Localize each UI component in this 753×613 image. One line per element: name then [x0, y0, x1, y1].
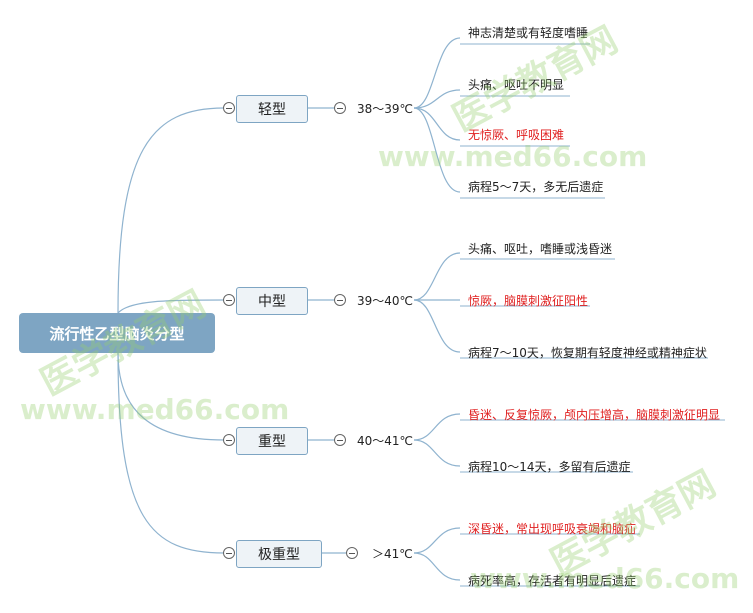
type-node-moderate[interactable]: 中型	[236, 287, 308, 315]
branch-line-2	[117, 299, 225, 314]
leaf-mild-1[interactable]: 神志清楚或有轻度嗜睡	[468, 26, 589, 40]
branch-line-1	[117, 107, 225, 314]
leaf-mild-3[interactable]: 无惊厥、呼吸困难	[468, 128, 565, 142]
leaf-severe-2[interactable]: 病程10～14天，多留有后遗症	[468, 460, 631, 474]
leaf-line-1-1	[413, 37, 461, 109]
type-node-mild[interactable]: 轻型	[236, 95, 308, 123]
collapse-toggle-moderate[interactable]	[223, 294, 235, 306]
temperature-moderate[interactable]: 39～40℃	[357, 294, 414, 308]
leaf-line-1-2	[413, 89, 461, 109]
leaf-line-1-4	[413, 107, 461, 193]
leaf-moderate-1[interactable]: 头痛、呕吐，嗜睡或浅昏迷	[468, 242, 613, 256]
collapse-toggle-temp-severe[interactable]	[334, 434, 346, 446]
collapse-toggle-extreme[interactable]	[223, 547, 235, 559]
leaf-moderate-3[interactable]: 病程7～10天，恢复期有轻度神经或精神症状	[468, 346, 707, 360]
branch-line-4	[117, 352, 225, 554]
root-topic[interactable]: 流行性乙型脑炎分型	[19, 313, 215, 353]
temperature-mild[interactable]: 38～39℃	[357, 102, 414, 116]
collapse-toggle-temp-mild[interactable]	[334, 102, 346, 114]
type-node-severe[interactable]: 重型	[236, 427, 308, 455]
leaf-line-4-1	[413, 527, 461, 554]
collapse-toggle-severe[interactable]	[223, 434, 235, 446]
collapse-toggle-temp-moderate[interactable]	[334, 294, 346, 306]
temperature-extreme[interactable]: ＞41℃	[372, 547, 413, 561]
leaf-severe-1[interactable]: 昏迷、反复惊厥，颅内压增高，脑膜刺激征明显	[468, 408, 721, 422]
leaf-extreme-1[interactable]: 深昏迷，常出现呼吸衰竭和脑疝	[468, 522, 637, 536]
leaf-line-3-2	[413, 439, 461, 467]
leaf-line-1-3	[413, 107, 461, 141]
leaf-extreme-2[interactable]: 病死率高，存活者有明显后遗症	[468, 574, 637, 588]
leaf-line-3-1	[413, 413, 461, 441]
collapse-toggle-temp-extreme[interactable]	[346, 547, 358, 559]
collapse-toggle-mild[interactable]	[223, 102, 235, 114]
type-node-extreme[interactable]: 极重型	[236, 540, 322, 568]
temperature-severe[interactable]: 40～41℃	[357, 434, 414, 448]
leaf-line-2-3	[413, 299, 461, 353]
leaf-mild-4[interactable]: 病程5～7天，多无后遗症	[468, 180, 604, 194]
leaf-moderate-2[interactable]: 惊厥，脑膜刺激征阳性	[468, 294, 589, 308]
leaf-mild-2[interactable]: 头痛、呕吐不明显	[468, 78, 565, 92]
leaf-line-4-2	[413, 552, 461, 581]
leaf-line-2-1	[413, 252, 461, 301]
branch-line-3	[117, 352, 225, 441]
